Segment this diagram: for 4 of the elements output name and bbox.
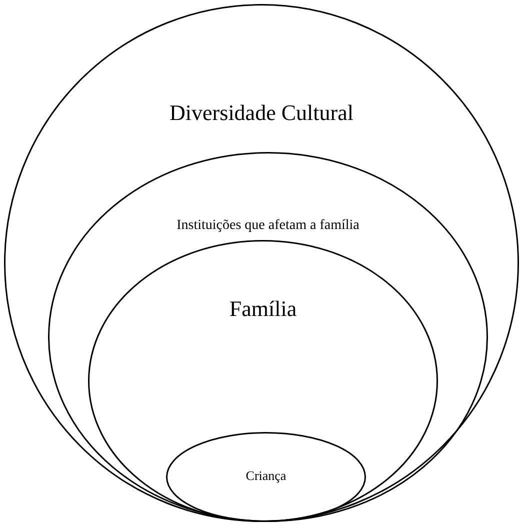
circle-label: Criança — [246, 468, 286, 484]
circle-label: Diversidade Cultural — [170, 100, 354, 126]
circle-label: Instituições que afetam a família — [176, 218, 360, 234]
circle-label: Família — [229, 296, 297, 322]
